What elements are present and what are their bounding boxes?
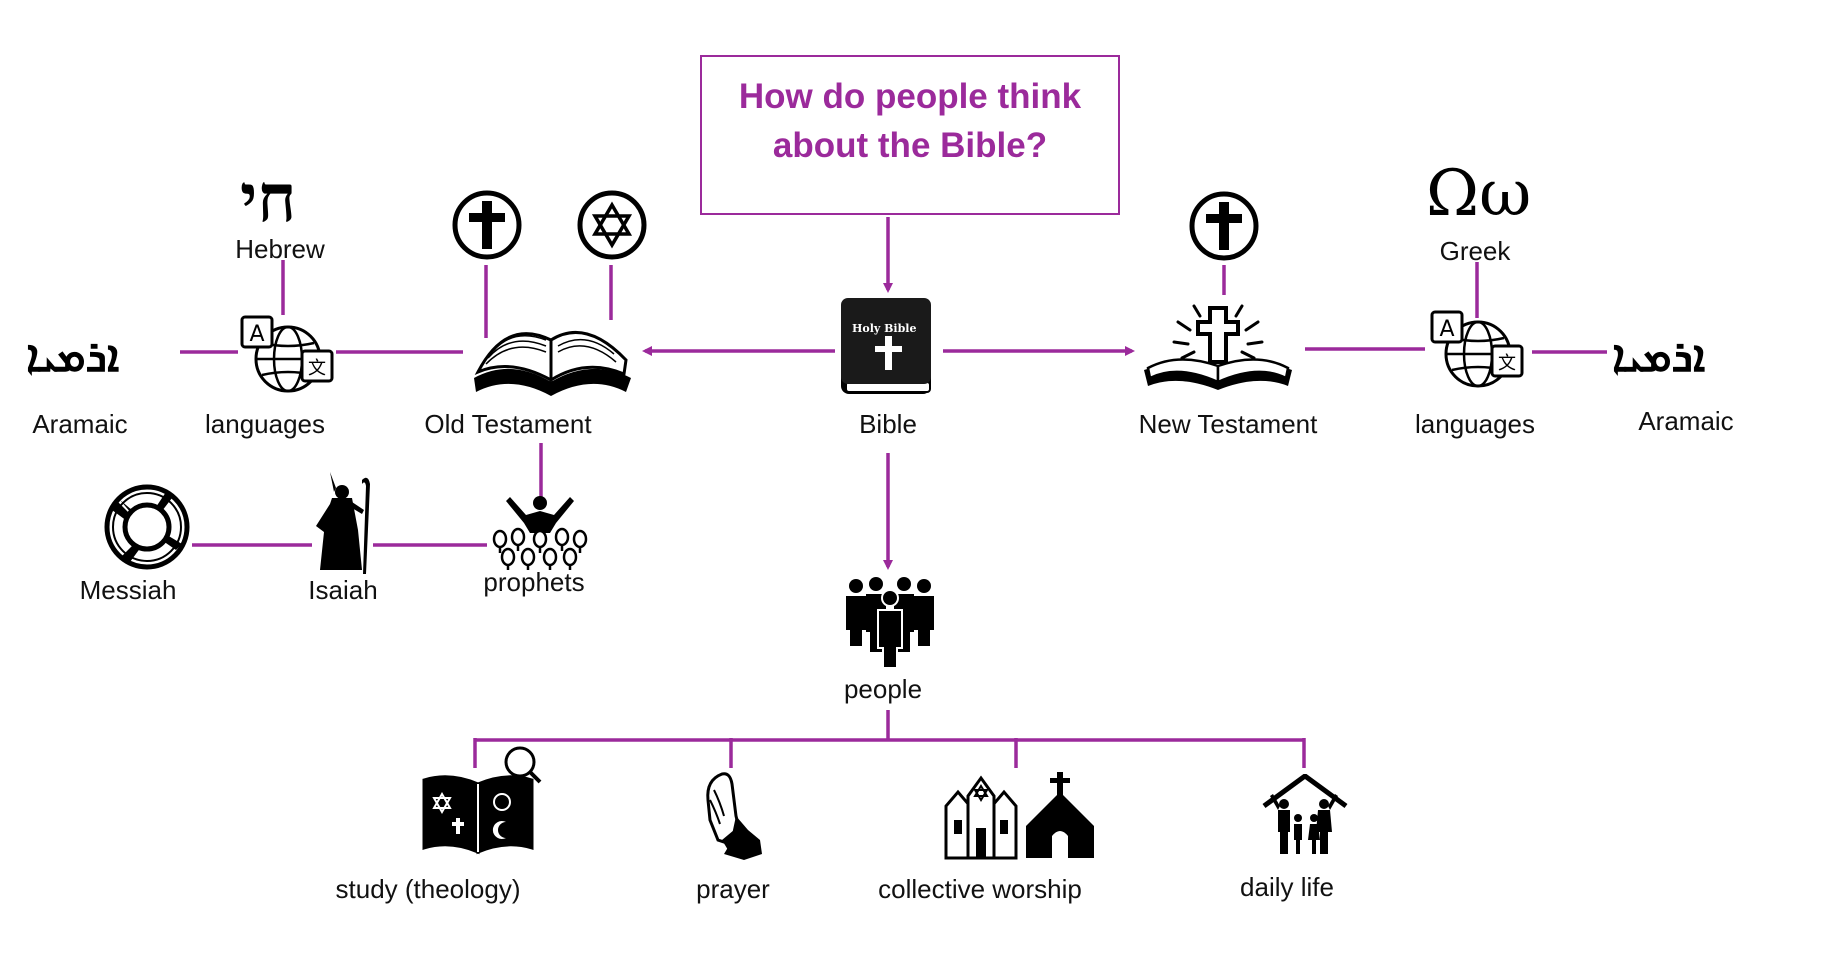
aramaic-script-icon: ܐܪܡܝܐ [26,331,120,382]
open-book-icon [474,331,631,396]
synagogue-church-icon [944,772,1094,860]
languages-left-label: languages [205,409,325,439]
group-of-people-icon [846,577,934,668]
svg-text:A: A [249,322,264,347]
hebrew-label: Hebrew [235,234,325,264]
people-label: people [843,674,923,704]
prophets-label: prophets [483,567,585,597]
family-house-icon [1262,774,1348,854]
daily-life-label: daily life [1240,872,1334,902]
prophet-crowd-icon [492,496,588,570]
new-testament-label: New Testament [1138,409,1318,439]
praying-hands-icon [706,772,762,860]
svg-text:文: 文 [1498,353,1516,374]
bible-label: Bible [859,409,917,439]
bible-cover-text: Holy Bible [852,322,917,335]
greek-omega-icon: Ωω [1426,157,1532,231]
svg-text:文: 文 [308,358,326,379]
aramaic-right-label: Aramaic [1638,406,1734,436]
aramaic-script-icon: ܐܪܡܝܐ [1612,331,1706,382]
prayer-label: prayer [696,874,770,904]
study-label: study (theology) [335,874,521,904]
aramaic-left-label: Aramaic [32,409,128,439]
collective-worship-label: collective worship [878,874,1082,904]
question-title: How do people think about the Bible? [738,77,1082,165]
star-of-david-circle-icon [577,190,647,260]
old-testament-label: Old Testament [424,409,592,439]
hebrew-chai-icon: חי [240,159,297,237]
messiah-label: Messiah [79,575,177,605]
svg-text:A: A [1439,317,1454,342]
isaiah-label: Isaiah [308,575,378,605]
religious-book-magnifier-icon [422,746,542,855]
lifebuoy-icon [104,484,190,570]
cross-circle-icon [452,190,522,260]
question-box: How do people think about the Bible? [700,55,1120,215]
languages-right-label: languages [1415,409,1535,439]
holy-bible-book-icon [841,298,931,394]
greek-label: Greek [1439,236,1511,266]
open-book-with-cross-icon [1144,304,1292,390]
prophet-figure-icon [316,472,370,574]
translation-globe-icon: A 文 [240,315,334,393]
cross-circle-icon [1189,191,1259,261]
translation-globe-icon: A 文 [1430,310,1524,388]
